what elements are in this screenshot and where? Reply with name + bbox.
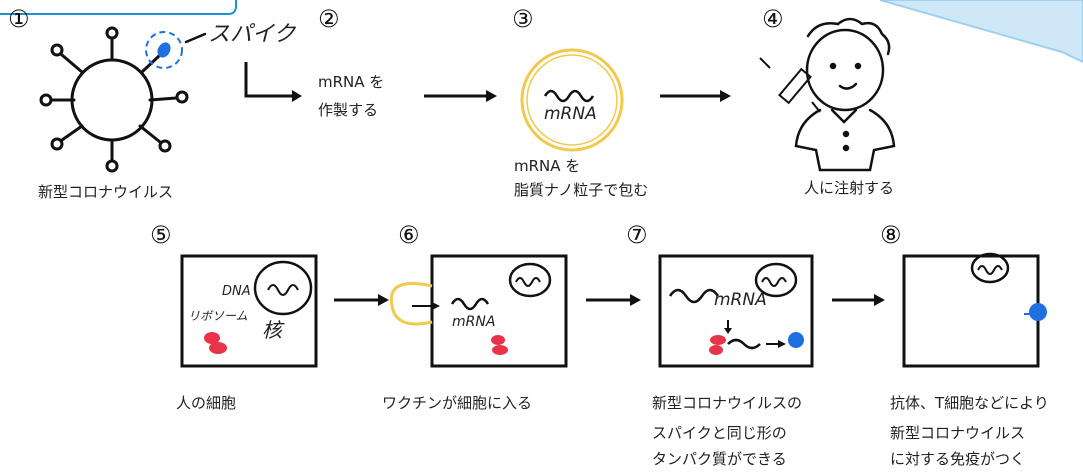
step-5-label: 人の細胞	[176, 394, 237, 412]
step-4-number: ④	[762, 5, 784, 33]
step-3-inner-label: mRNA	[544, 104, 597, 124]
virus-illustration	[39, 26, 189, 173]
step-3-line1: mRNA を	[514, 157, 581, 175]
spike-highlight	[145, 31, 183, 69]
step-6-number: ⑥	[398, 221, 420, 249]
cell-8	[902, 252, 1047, 368]
ribosome-label: リボソーム	[188, 309, 248, 323]
step-8-number: ⑧	[880, 221, 902, 249]
step-2-line2: 作製する	[318, 101, 379, 119]
step-3-line2: 脂質ナノ粒子で包む	[514, 181, 649, 199]
step-1-number: ①	[8, 5, 30, 33]
step-8-line3: に対する免疫がつく	[890, 450, 1026, 468]
step-4-label: 人に注射する	[804, 179, 895, 197]
spike-pointer	[184, 32, 207, 44]
arrow-5-6-head	[378, 294, 389, 306]
arrow-1-2-head	[292, 90, 302, 102]
lipid-nanoparticle	[520, 48, 624, 152]
arrow-7-8-head	[874, 294, 885, 306]
mrna-squiggle	[543, 89, 595, 103]
step-7-number: ⑦	[626, 221, 648, 249]
corner-banner	[879, 0, 1083, 64]
syringe-icon	[759, 57, 821, 113]
step-2-line1: mRNA を	[318, 73, 385, 91]
arrow-1-2	[244, 62, 292, 98]
arrow-3-4-head	[720, 90, 731, 102]
step-5-number: ⑤	[150, 221, 172, 249]
step-6-inner-label: mRNA	[452, 314, 496, 330]
cell-5	[180, 254, 318, 368]
lipid-nanoparticle-inner	[526, 54, 618, 146]
step-6-label: ワクチンが細胞に入る	[382, 394, 533, 412]
cell-7	[658, 254, 814, 368]
spike-annotation: スパイク	[208, 22, 296, 47]
step-7-line2: スパイクと同じ形の	[652, 424, 787, 442]
frame-corner	[0, 0, 237, 15]
step-3-number: ③	[512, 5, 534, 33]
step-7-inner-label: mRNA	[714, 290, 767, 310]
step-8-line1: 抗体、T細胞などにより	[890, 394, 1049, 412]
arrow-6-7-head	[630, 294, 641, 306]
dna-label: DNA	[222, 284, 251, 299]
person-illustration	[794, 17, 896, 172]
step-8-line2: 新型コロナウイルス	[890, 424, 1026, 442]
nucleus-label: 核	[262, 318, 282, 342]
step-7-line1: 新型コロナウイルスの	[652, 394, 803, 412]
step-2-number: ②	[318, 5, 340, 33]
cell-6	[389, 254, 568, 368]
step-7-line3: タンパク質ができる	[652, 450, 787, 468]
step-1-label: 新型コロナウイルス	[38, 183, 174, 201]
arrow-2-3-head	[486, 90, 497, 102]
